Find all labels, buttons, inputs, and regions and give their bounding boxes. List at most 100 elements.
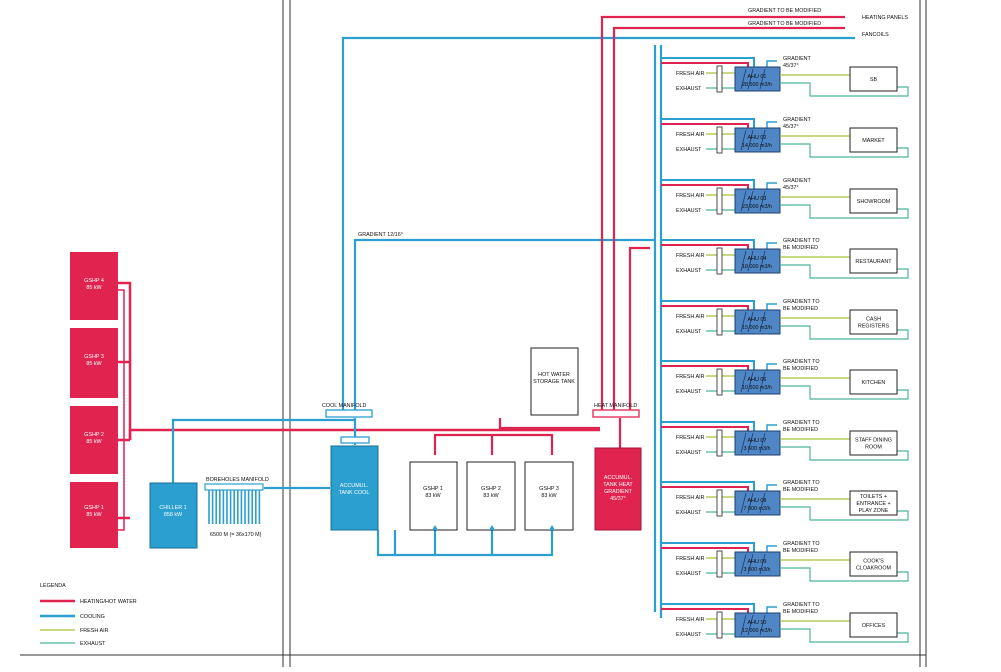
fresh-air-label: FRESH AIR (676, 71, 705, 77)
chiller-power: 858 kW (164, 512, 183, 518)
gshp-4-power: 85 kW (86, 285, 102, 291)
gshp-2-name: GSHP 2 (84, 432, 104, 438)
ahu-coils (740, 553, 766, 575)
accumul-heat-line1: ACCUMUL. (604, 475, 632, 481)
exhaust-label: EXHAUST (676, 510, 702, 516)
ahu-flow: 18 000 m3/h (742, 264, 772, 270)
ahu-coils (740, 68, 766, 90)
ahu-flow: 23 000 m3/h (742, 204, 772, 210)
ahu-return-pipe (766, 363, 777, 370)
room-name: MARKET (862, 138, 885, 144)
ahu-box (734, 309, 781, 335)
ahu-gradient-line1: GRADIENT TO (783, 420, 820, 426)
gshp-4-name: GSHP 4 (84, 278, 104, 284)
ahu-return-pipe (766, 545, 777, 552)
accumul-heat-line2: TANK HEAT (603, 482, 633, 488)
ahu-cooling-pipe (661, 603, 755, 613)
room-box (849, 369, 898, 395)
ahu-cooling-pipe (661, 481, 755, 491)
exhaust-label: EXHAUST (676, 450, 702, 456)
ahu-cooling-pipe (661, 179, 755, 189)
damper (716, 247, 723, 275)
ahu-gradient-line2: 45/37° (783, 63, 799, 69)
ahu-coils (740, 311, 766, 333)
gshp-1-name: GSHP 1 (84, 505, 104, 511)
cool-tank-connector (340, 436, 370, 444)
borehole-lines (208, 490, 261, 524)
gshp-4-box (70, 252, 118, 320)
ahu-cooling-pipe (661, 542, 755, 552)
gshp-r1-power: 83 kW (425, 493, 441, 499)
fresh-air-label: FRESH AIR (676, 314, 705, 320)
ahu-unit: AHU 05 (748, 317, 767, 323)
ahu-box (734, 188, 781, 214)
return-air-line (780, 325, 909, 340)
gshp-3-power: 85 kW (86, 361, 102, 367)
return-air-line (780, 143, 909, 158)
ahu-return-pipe (766, 484, 777, 491)
ahu-coils (740, 614, 766, 636)
room-box (849, 127, 898, 153)
gradient-cool-label: GRADIENT 12/16° (358, 232, 403, 238)
gshp-r2-name: GSHP 2 (481, 486, 501, 492)
ahu-unit: AHU 07 (748, 438, 767, 444)
ahu-heating-pipe (661, 123, 749, 128)
ahu-flow: 10 500 m3/h (742, 385, 772, 391)
ahu-gradient-line2: BE MODIFIED (783, 427, 818, 433)
ahu-gradient-line1: GRADIENT (783, 178, 812, 184)
ahu-return-pipe (766, 242, 777, 249)
heating-panels-label: HEATING PANELS (862, 15, 908, 21)
damper (716, 429, 723, 457)
gshp-r2-box (466, 461, 516, 531)
ahu-unit: AHU 04 (748, 256, 767, 262)
gshp-r1-name: GSHP 1 (423, 486, 443, 492)
ahu-gradient-line1: GRADIENT TO (783, 238, 820, 244)
ahu-gradient-line1: GRADIENT TO (783, 602, 820, 608)
cool-manifold-label: COOL MANIFOLD (322, 403, 367, 409)
accumul-cool-line2: TANK COOL (339, 490, 370, 496)
exhaust-label: EXHAUST (676, 571, 702, 577)
room-name: SHOWROOM (857, 199, 891, 205)
ahu-gradient-line1: GRADIENT TO (783, 541, 820, 547)
room-name: OFFICES (862, 623, 886, 629)
boreholes-caption: 6500 M (= 36x170 M) (210, 532, 262, 538)
exhaust-label: EXHAUST (676, 329, 702, 335)
ahu-heating-pipe (661, 365, 749, 370)
gshp-2-power: 85 kW (86, 439, 102, 445)
return-air-line (780, 446, 909, 461)
gshp-3-name: GSHP 3 (84, 354, 104, 360)
ahu-gradient-line2: BE MODIFIED (783, 366, 818, 372)
return-air-line (780, 264, 909, 279)
room-name: ENTRANCE + (856, 501, 890, 507)
gshp-arrows (432, 525, 555, 530)
hot-water-storage-tank (530, 347, 579, 416)
left-gshp-group: GSHP 4 85 kW GSHP 3 85 kW GSHP 2 85 kW G… (70, 252, 118, 548)
room-name: CASH (866, 317, 881, 323)
ahu-heating-pipe (661, 184, 749, 189)
ahu-box (734, 430, 781, 456)
heating-pipes (433, 15, 845, 455)
ahu-heating-pipe (661, 244, 749, 249)
cool-manifold-bar (325, 409, 373, 418)
room-name: COOK'S (863, 559, 884, 565)
room-name: TOILETS + (860, 494, 887, 500)
legend-label-exhaust: EXHAUST (80, 641, 106, 647)
ahu-flow: 3 000 m3/h (744, 567, 771, 573)
return-air-line (780, 204, 909, 219)
heat-manifold-label: HEAT MANIFOLD (594, 403, 637, 409)
damper (716, 187, 723, 215)
ahu-unit: AHU 01 (748, 74, 767, 80)
damper (716, 611, 723, 639)
chiller-box (149, 482, 198, 549)
room-name: CLOAKROOM (856, 566, 892, 572)
return-air-line (780, 385, 909, 400)
gshp-3-box (70, 328, 118, 398)
return-air-line (780, 567, 909, 582)
boreholes-title: BOREHOLES MANIFOLD (206, 477, 269, 483)
room-name: KITCHEN (862, 380, 886, 386)
fresh-air-label: FRESH AIR (676, 374, 705, 380)
ahu-box (734, 248, 781, 274)
